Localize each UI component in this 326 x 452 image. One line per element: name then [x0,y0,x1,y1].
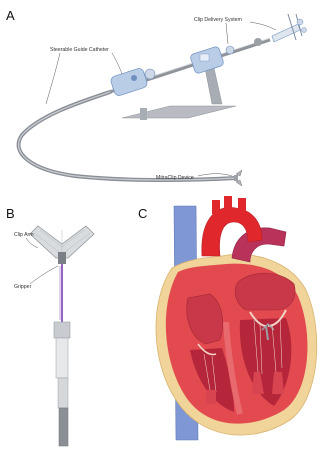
clip-central-body [58,252,66,264]
label-clip-delivery-system: Clip Delivery System [194,17,242,23]
label-clip-arm: Clip Arm [14,232,34,238]
panel-a: A [6,8,307,186]
label-mitraclip-device: MitraClip Device [156,175,194,181]
panel-c-letter: C [138,206,147,221]
panel-c: C [138,196,317,440]
mitraclip-device-small [234,170,242,186]
panel-a-letter: A [6,8,15,23]
panel-b-letter: B [6,206,15,221]
label-steerable-guide-catheter: Steerable Guide Catheter [50,47,109,53]
guide-catheter-handle [110,67,155,97]
left-atrium [235,273,295,310]
panel-b: B Clip Arm Gripper [6,206,94,446]
guide-catheter-tube [19,92,236,180]
label-gripper: Gripper [14,284,32,290]
clip-delivery-handle [190,38,262,74]
rail-end-fittings [272,14,307,42]
delivery-shaft [54,322,70,446]
